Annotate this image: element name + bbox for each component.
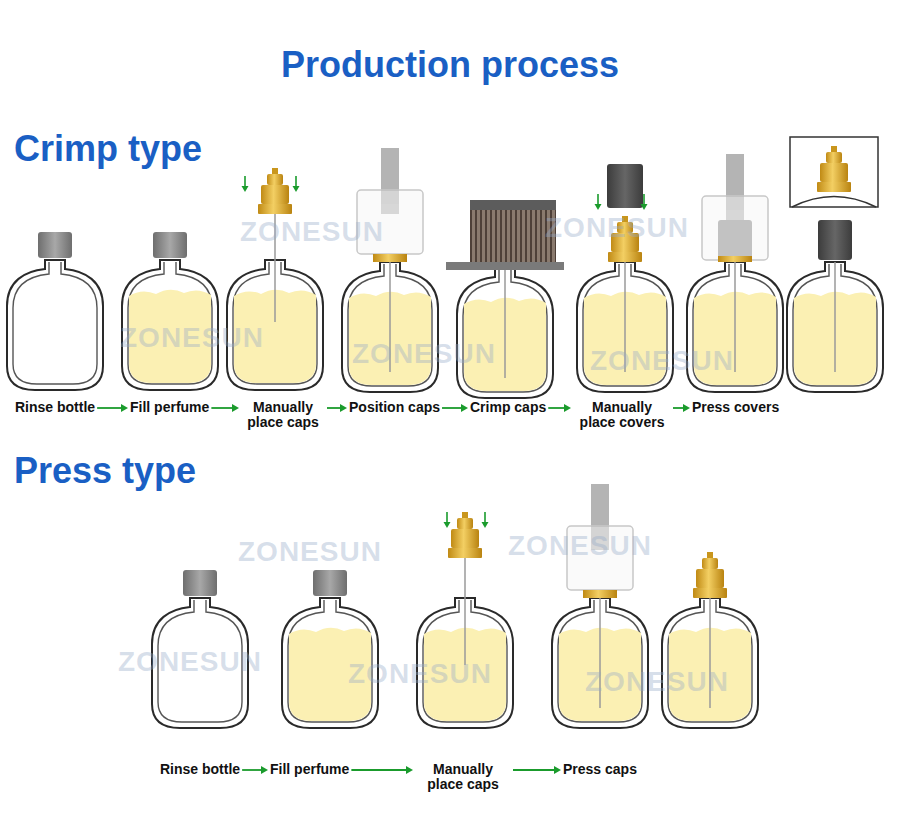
diagram-title: Production process — [0, 44, 900, 86]
flow-arrow — [327, 407, 342, 409]
bottle-place-pump — [417, 512, 513, 728]
flow-arrow — [548, 407, 566, 409]
step-label: Crimp caps — [470, 400, 546, 415]
watermark: ZONESUN — [545, 212, 689, 244]
bottle-filled — [122, 232, 218, 390]
process-step: Rinse bottle — [15, 400, 95, 415]
arrow-head — [461, 404, 468, 412]
watermark: ZONESUN — [348, 658, 492, 690]
process-step: Crimp caps — [470, 400, 546, 415]
process-step: Press covers — [692, 400, 779, 415]
watermark: ZONESUN — [352, 338, 496, 370]
arrow-head — [232, 404, 239, 412]
arrow-head — [406, 766, 413, 774]
section-heading: Press type — [14, 450, 196, 492]
watermark: ZONESUN — [238, 536, 382, 568]
arrow-head — [261, 766, 268, 774]
arrow-head — [121, 404, 128, 412]
step-label: Rinse bottle — [160, 762, 240, 777]
step-label: Press caps — [563, 762, 637, 777]
process-step: Manually place covers — [573, 400, 671, 430]
step-label: Position caps — [349, 400, 440, 415]
process-step: Position caps — [349, 400, 440, 415]
arrow-head — [683, 404, 690, 412]
process-step: Fill perfume — [270, 762, 349, 777]
bottle-finished — [787, 137, 883, 392]
flow-arrow — [351, 769, 408, 771]
watermark: ZONESUN — [590, 345, 734, 377]
flow-arrow — [442, 407, 463, 409]
bottle-place-pump — [227, 168, 323, 390]
flow-arrow — [211, 407, 234, 409]
flow-arrow — [513, 769, 556, 771]
step-label: Rinse bottle — [15, 400, 95, 415]
section-heading: Crimp type — [14, 128, 202, 170]
step-label: Fill perfume — [270, 762, 349, 777]
step-label: Press covers — [692, 400, 779, 415]
bottle-finished — [662, 552, 758, 728]
flow-arrow — [242, 769, 263, 771]
process-step: Press caps — [563, 762, 637, 777]
process-step: Manually place caps — [241, 400, 325, 430]
step-label: Manually place caps — [241, 400, 325, 430]
watermark: ZONESUN — [585, 666, 729, 698]
arrow-head — [554, 766, 561, 774]
watermark: ZONESUN — [118, 646, 262, 678]
process-step: Manually place caps — [415, 762, 511, 792]
arrow-head — [340, 404, 347, 412]
watermark: ZONESUN — [508, 530, 652, 562]
step-label: Fill perfume — [130, 400, 209, 415]
arrow-head — [564, 404, 571, 412]
step-label: Manually place covers — [573, 400, 671, 430]
watermark: ZONESUN — [120, 322, 264, 354]
process-step: Fill perfume — [130, 400, 209, 415]
watermark: ZONESUN — [240, 216, 384, 248]
process-step: Rinse bottle — [160, 762, 240, 777]
bottle-filled — [282, 570, 378, 728]
step-label: Manually place caps — [415, 762, 511, 792]
flow-arrow — [97, 407, 123, 409]
bottle-rinse — [7, 232, 103, 390]
